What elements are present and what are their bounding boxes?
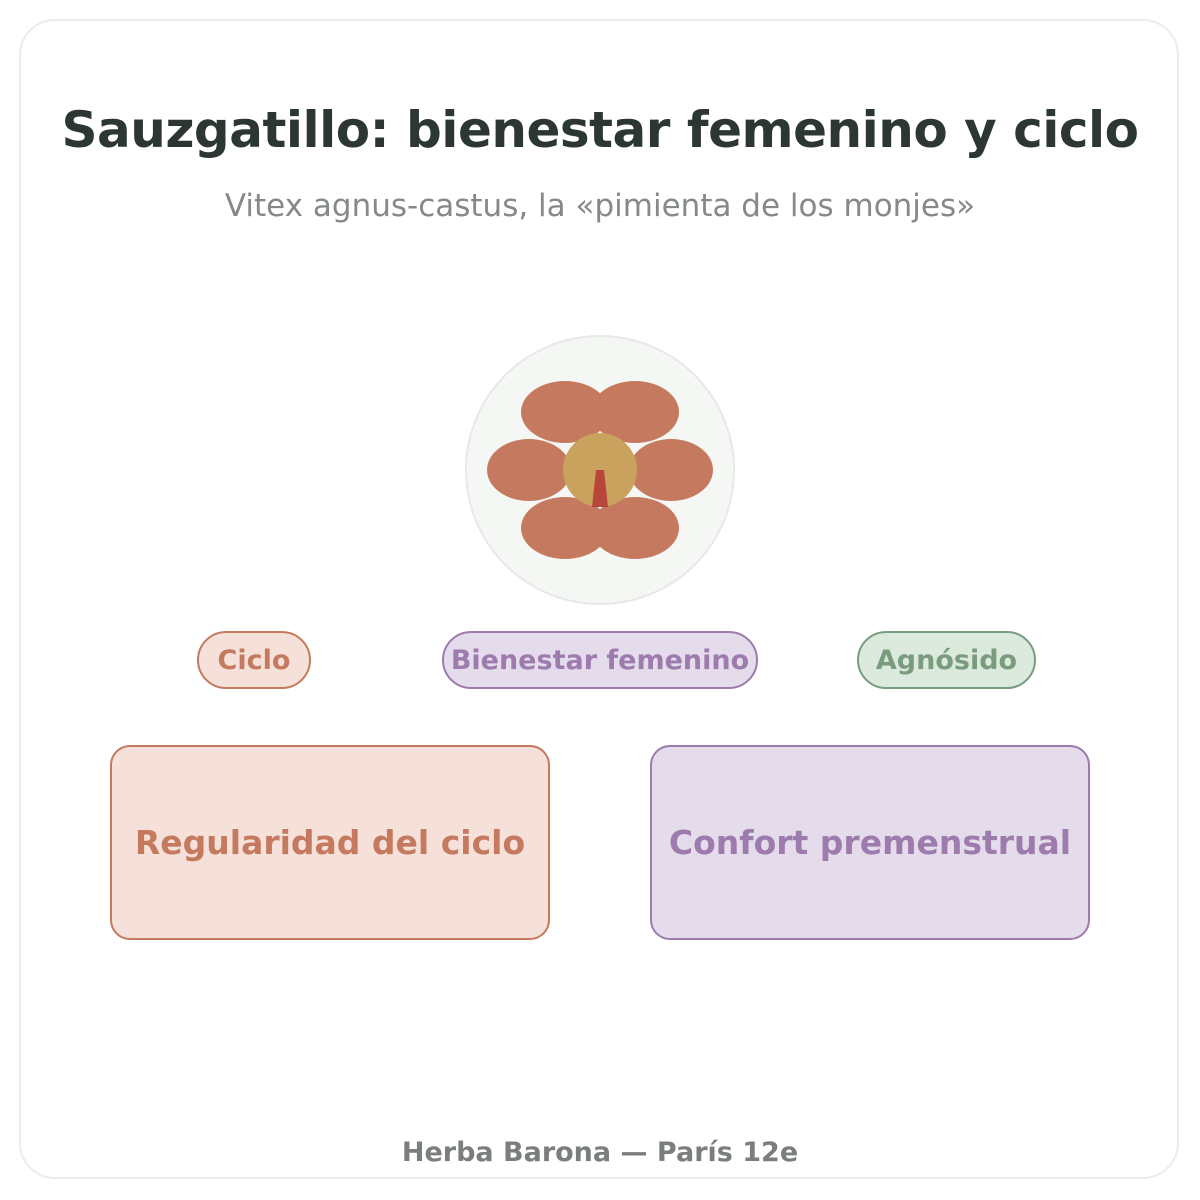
benefit-regularidad-del-ciclo: Regularidad del ciclo bbox=[110, 745, 550, 940]
benefit-confort-premenstrual: Confort premenstrual bbox=[650, 745, 1090, 940]
page-title: Sauzgatillo: bienestar femenino y ciclo bbox=[61, 101, 1139, 159]
flower-icon bbox=[465, 335, 735, 605]
page-subtitle: Vitex agnus-castus, la «pimienta de los … bbox=[224, 188, 976, 224]
tag-ciclo: Ciclo bbox=[197, 631, 311, 689]
tag-agnosido: Agnósido bbox=[857, 631, 1036, 689]
tag-bienestar-femenino: Bienestar femenino bbox=[442, 631, 758, 689]
footer-credit: Herba Barona — París 12e bbox=[401, 1137, 799, 1168]
